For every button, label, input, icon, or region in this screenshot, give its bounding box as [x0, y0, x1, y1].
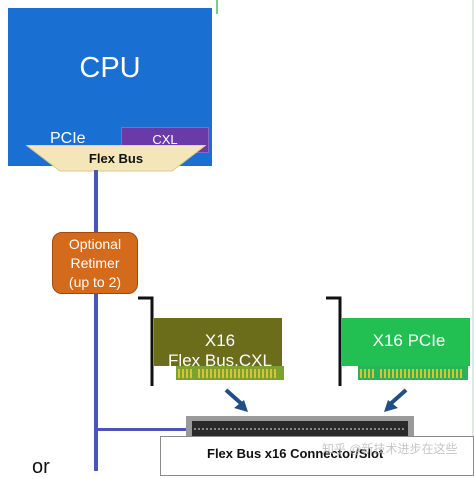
card-cxl-line2: Flex Bus.CXL [168, 351, 272, 370]
wire-retimer-down [94, 294, 98, 471]
card-cxl-line1: X16 [204, 331, 236, 350]
cpu-title: CPU [79, 52, 141, 84]
right-border [472, 0, 474, 471]
or-text: or [32, 456, 50, 478]
slot-label-box: Flex Bus x16 Connector/Slot [160, 436, 474, 476]
wire-to-slot [96, 428, 192, 431]
top-divider-line [216, 0, 218, 14]
pcie-card [326, 296, 470, 386]
flexbus-cxl-card [138, 296, 284, 386]
cpu-block: CPU PCIe CXL [8, 8, 212, 166]
cxl-label: CXL [152, 132, 178, 147]
optional-retimer: Optional Retimer (up to 2) [52, 232, 138, 294]
card-pcie-label: X16 PCIe [372, 331, 446, 350]
pcie-label: PCIe [50, 130, 86, 147]
flex-bus-label: Flex Bus [89, 151, 143, 166]
flex-bus-shape: Flex Bus [26, 145, 206, 172]
wire-cpu-to-retimer [94, 170, 98, 233]
retimer-label: Optional Retimer (up to 2) [68, 236, 122, 290]
watermark-text: 知乎 @新技术进步在这些 [322, 442, 458, 456]
arrow-down-right-icon [224, 388, 248, 412]
slot-label: Flex Bus x16 Connector/Slot [207, 446, 384, 461]
arrow-down-left-icon [384, 388, 408, 412]
